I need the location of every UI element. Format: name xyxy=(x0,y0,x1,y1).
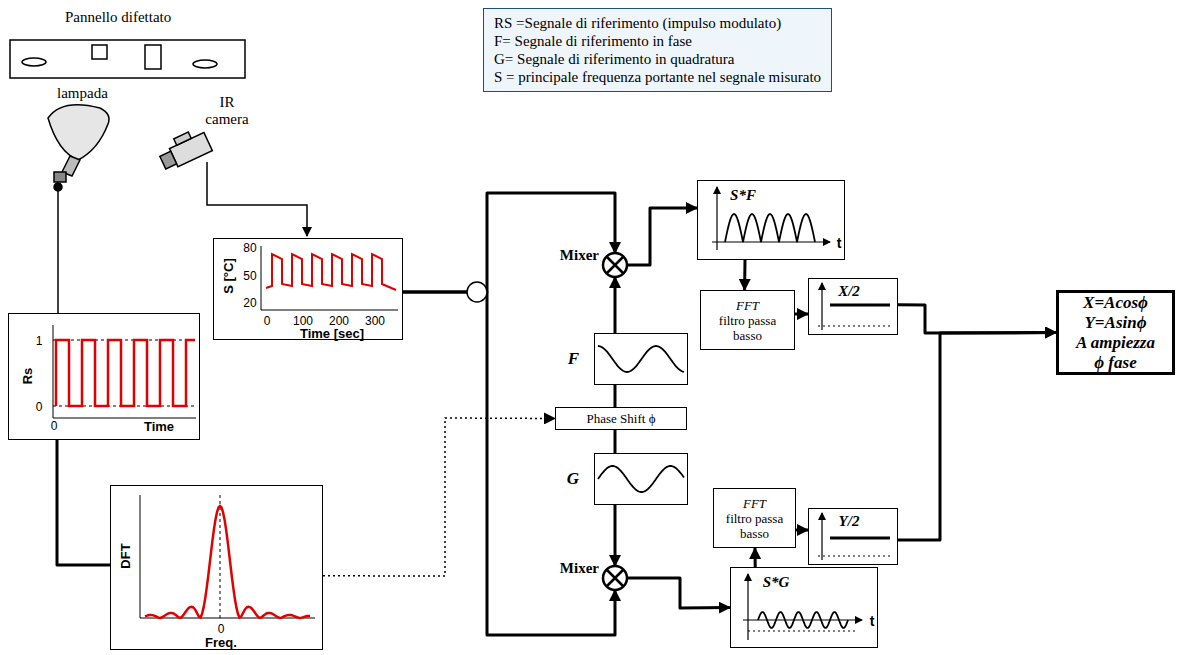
filter-box: FFTfiltro passa basso xyxy=(713,488,796,548)
node-text: 0 xyxy=(218,622,225,636)
ir-camera xyxy=(156,126,307,236)
signal-connector xyxy=(796,529,808,532)
result-box: X=AcosϕY=AsinϕA ampiezzaϕ fase xyxy=(1056,290,1175,375)
node-text: G= Segnale di riferimento in quadratura xyxy=(494,50,821,68)
signal-connector xyxy=(898,333,1056,541)
node-text: RS =Segnale di riferimento (impulso modu… xyxy=(494,14,821,32)
node-text: F= Segnale di riferimento in fase xyxy=(494,32,821,50)
node-text: S [°C] xyxy=(221,258,236,294)
signal-connector xyxy=(403,292,615,635)
plot-box: S*F t xyxy=(697,180,845,260)
node-text: filtro passa basso xyxy=(705,313,790,343)
signal-connector xyxy=(614,385,617,407)
signal-box: F xyxy=(594,333,688,385)
output-plot: X/2 xyxy=(808,278,898,335)
signal-box: G xyxy=(594,453,688,505)
node-text: DFT xyxy=(118,543,133,568)
node-text: Time [sec] xyxy=(300,326,364,341)
junction-circle xyxy=(467,282,487,302)
dft-plot-graphics xyxy=(140,495,315,618)
node-text: F xyxy=(568,349,579,369)
dotted-connector xyxy=(323,418,555,576)
node-text: 20 xyxy=(243,296,256,310)
signal-connector xyxy=(57,440,110,565)
node-text: Time xyxy=(144,419,174,434)
lamp xyxy=(48,105,109,313)
node-text: filtro passa basso xyxy=(718,511,791,541)
signal-connector xyxy=(743,260,746,290)
node-text: Phase Shift ϕ xyxy=(587,411,656,426)
signal-connector xyxy=(627,208,697,265)
node-text: Y/2 xyxy=(839,513,860,530)
signal-connector xyxy=(754,548,757,567)
rs-plot-graphics xyxy=(53,325,196,418)
sg-plot-graphics xyxy=(743,574,862,640)
node-text: Y=Asinϕ xyxy=(1084,313,1146,333)
node-text: t xyxy=(870,613,875,629)
node-text: 0 xyxy=(36,400,43,414)
node-text: ϕ fase xyxy=(1094,353,1136,373)
node-text: A ampiezza xyxy=(1076,333,1155,353)
node-text: S = principale frequenza portante nel se… xyxy=(494,68,821,86)
signal-connector xyxy=(614,430,617,453)
sf-plot-graphics xyxy=(712,187,830,250)
node-text: G xyxy=(567,469,579,489)
node-text: S*F xyxy=(730,187,756,204)
signal-connector xyxy=(898,305,1056,333)
node-text: 50 xyxy=(243,269,256,283)
plot-box: S [°C]8050200100200300Time [sec] xyxy=(213,238,403,340)
node-text: X/2 xyxy=(838,283,860,300)
signal-connector xyxy=(795,312,808,315)
filter-box: FFTfiltro passa basso xyxy=(700,290,795,350)
node-text: Freq. xyxy=(205,635,237,650)
node-text: t xyxy=(837,235,842,251)
node-text: 300 xyxy=(365,314,385,328)
plot-box: S*G t xyxy=(730,567,878,648)
signal-connector xyxy=(403,193,615,292)
part-name: lampada xyxy=(57,85,108,102)
s-plot-graphics xyxy=(261,246,398,310)
note-box: RS =Segnale di riferimento (impulso modu… xyxy=(483,8,832,92)
node-text: Rs xyxy=(20,368,35,385)
node-text: 1 xyxy=(36,334,43,348)
defective-panel xyxy=(10,40,245,78)
plot-box: DFT 0Freq. xyxy=(110,485,323,650)
node-text: 0 xyxy=(264,314,271,328)
plot-box: Rs100Time xyxy=(8,313,200,440)
node-text: Mixer xyxy=(560,247,599,264)
signal-connector xyxy=(614,277,617,333)
output-plot: Y/2 xyxy=(808,508,898,565)
node-text: 0 xyxy=(51,419,58,433)
signal-connector xyxy=(627,578,730,608)
phase-shift-box: Phase Shift ϕ xyxy=(555,407,687,430)
part-name: IR camera xyxy=(196,94,258,128)
mixer: Mixer xyxy=(603,253,627,277)
signal-connector xyxy=(614,505,617,566)
y2-plot-graphics xyxy=(818,513,892,560)
x2-plot-graphics xyxy=(818,283,892,330)
part-name: Pannello difettato xyxy=(65,9,171,26)
mixer: Mixer xyxy=(603,566,627,590)
node-text: X=Acosϕ xyxy=(1083,293,1148,313)
node-text: FFT xyxy=(736,298,759,313)
node-text: Mixer xyxy=(560,560,599,577)
node-text: 80 xyxy=(243,241,256,255)
node-text: FFT xyxy=(743,496,766,511)
node-text: S*G xyxy=(763,574,790,591)
